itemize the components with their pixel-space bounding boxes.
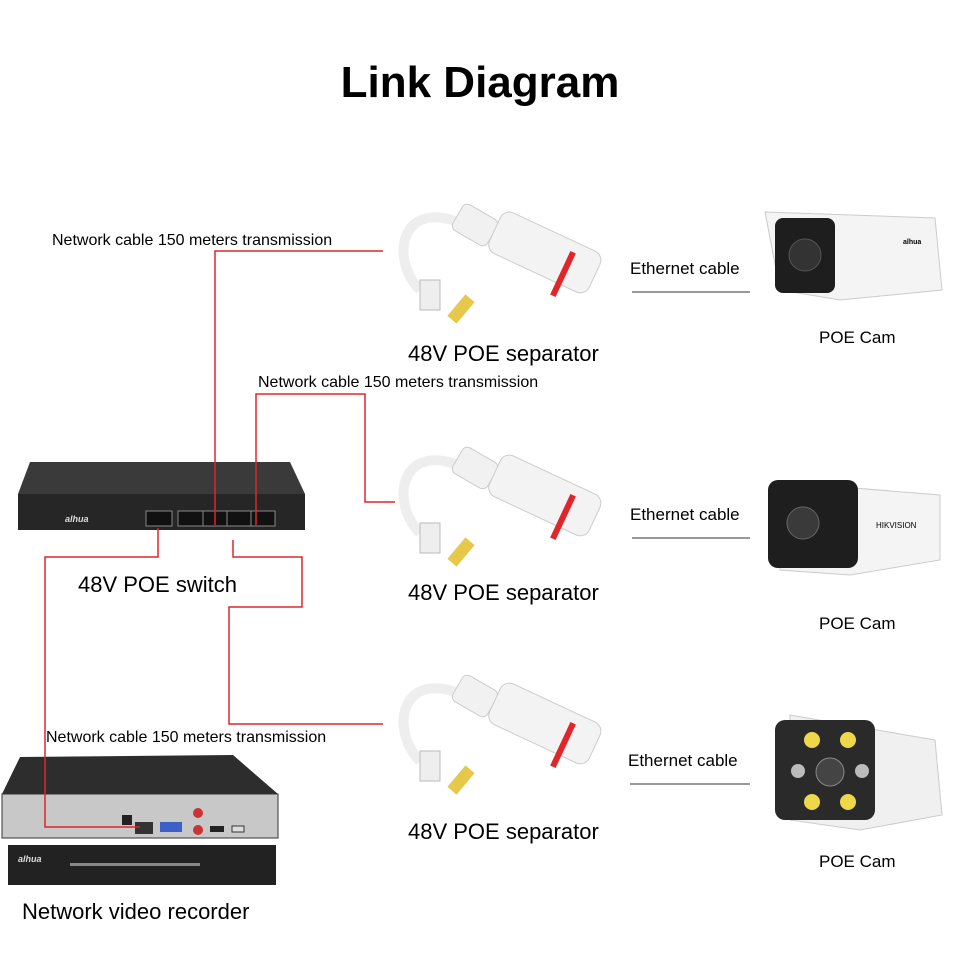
- camera-label-2: POE Cam: [819, 614, 896, 633]
- separator-label-3: 48V POE separator: [408, 819, 599, 844]
- cable-line-3: [228, 540, 383, 725]
- switch-label: 48V POE switch: [78, 572, 237, 597]
- poe-separator-1: [398, 203, 602, 324]
- ethernet-label-2: Ethernet cable: [630, 505, 740, 524]
- camera-1: alhua: [764, 211, 943, 301]
- svg-text:alhua: alhua: [18, 854, 42, 864]
- svg-text:alhua: alhua: [903, 239, 921, 246]
- page-title: Link Diagram: [340, 58, 620, 107]
- cable-label-2: Network cable 150 meters transmission: [258, 374, 539, 391]
- cable-line-2: [255, 393, 395, 525]
- camera-2: HIKVISION: [768, 480, 941, 576]
- cable-label-3: Network cable 150 meters transmission: [46, 729, 327, 746]
- camera-label-3: POE Cam: [819, 852, 896, 871]
- ethernet-label-1: Ethernet cable: [630, 259, 740, 278]
- poe-switch: alhua: [18, 462, 305, 530]
- camera-label-1: POE Cam: [819, 328, 896, 347]
- cable-label-1: Network cable 150 meters transmission: [52, 232, 333, 249]
- svg-text:HIKVISION: HIKVISION: [876, 521, 917, 530]
- svg-text:alhua: alhua: [65, 514, 89, 524]
- camera-3: [775, 714, 943, 831]
- cable-line-1: [214, 250, 383, 525]
- nvr-label: Network video recorder: [22, 899, 250, 924]
- separator-label-1: 48V POE separator: [408, 341, 599, 366]
- poe-separator-2: [398, 446, 602, 567]
- separator-label-2: 48V POE separator: [408, 580, 599, 605]
- nvr-device: alhua: [1, 755, 279, 885]
- poe-separator-3: [398, 674, 602, 795]
- cable-line-nvr: [44, 528, 159, 828]
- ethernet-label-3: Ethernet cable: [628, 751, 738, 770]
